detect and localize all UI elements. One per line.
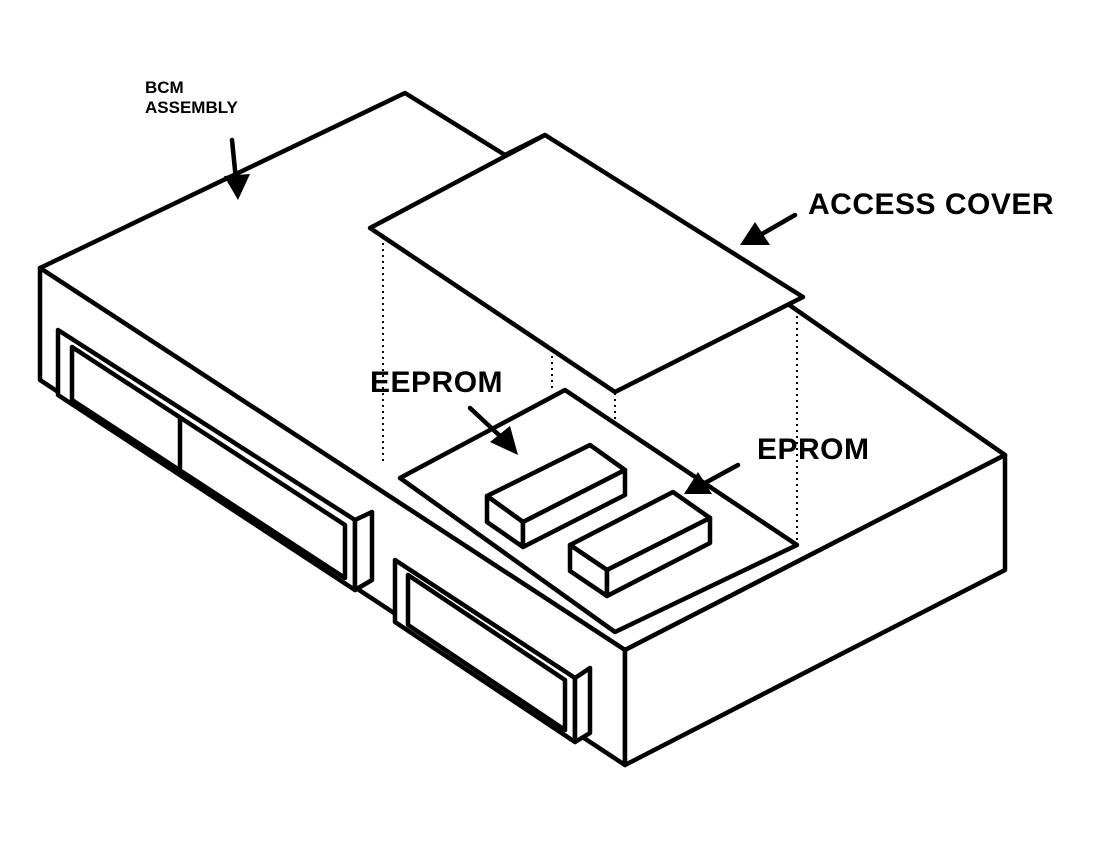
eprom-arrow-shaft bbox=[702, 462, 741, 486]
connector-left-inner bbox=[69, 344, 348, 581]
bcm-arrow-shaft bbox=[229, 137, 239, 183]
connector-right bbox=[392, 557, 593, 745]
eeprom-arrow-shaft bbox=[467, 405, 503, 439]
eprom-arrow-head bbox=[684, 472, 712, 494]
eprom-chip bbox=[567, 489, 713, 599]
bcm-assembly-label: BCM ASSEMBLY bbox=[145, 78, 238, 118]
access-cover-arrow-head bbox=[740, 222, 770, 245]
access-cover-arrow-shaft bbox=[759, 212, 798, 237]
eprom-chip-side bbox=[604, 515, 713, 599]
access-cover-plate bbox=[367, 132, 806, 395]
bcm-arrow-head bbox=[224, 174, 250, 200]
connector-left bbox=[55, 327, 375, 593]
eeprom-arrow-head bbox=[490, 426, 518, 455]
eprom-arrow bbox=[684, 462, 741, 494]
eprom-label: EPROM bbox=[757, 433, 870, 466]
eeprom-label: EEPROM bbox=[370, 366, 504, 399]
connector-right-latch bbox=[572, 665, 593, 745]
housing-right-face bbox=[622, 452, 1008, 768]
access-cover-arrow bbox=[740, 212, 798, 245]
eeprom-chip-side bbox=[520, 467, 628, 550]
eeprom-chip bbox=[484, 442, 628, 550]
connector-left-latch bbox=[352, 509, 375, 593]
connector-right-inner bbox=[405, 572, 568, 733]
eeprom-arrow bbox=[467, 405, 518, 455]
bcm-label-line2: ASSEMBLY bbox=[145, 98, 238, 117]
access-cover-label: ACCESS COVER bbox=[808, 188, 1055, 221]
bcm-assembly-arrow bbox=[224, 137, 250, 200]
bcm-label-line1: BCM bbox=[145, 78, 184, 97]
